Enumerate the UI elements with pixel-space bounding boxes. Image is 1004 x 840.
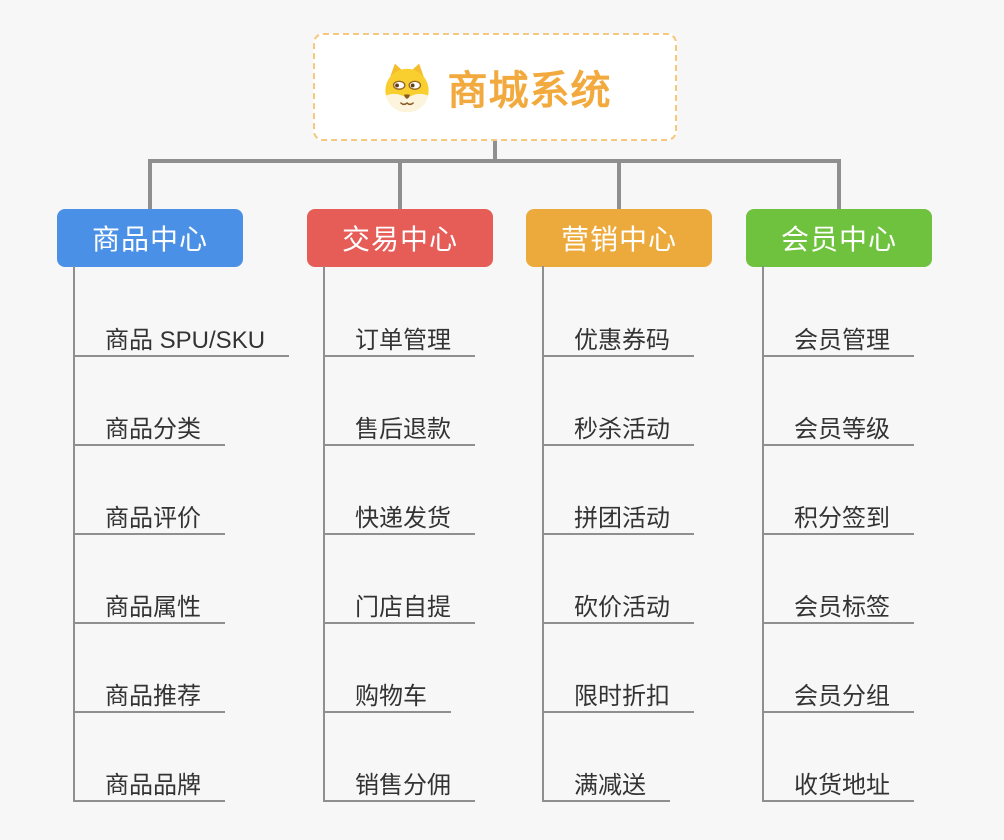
connector-root-vertical (493, 141, 497, 159)
subtopic-item[interactable]: 门店自提 (323, 588, 475, 624)
root-node[interactable]: 商城系统 (313, 33, 677, 141)
connector-branch-drop (398, 159, 402, 209)
branch-header-1[interactable]: 交易中心 (307, 209, 493, 267)
subtopic-item[interactable]: 会员等级 (762, 410, 914, 446)
subtopic-item[interactable]: 商品评价 (73, 499, 225, 535)
subtopic-item[interactable]: 购物车 (323, 677, 451, 713)
subtopic-item[interactable]: 售后退款 (323, 410, 475, 446)
subtopic-item[interactable]: 商品品牌 (73, 766, 225, 802)
subtopic-item[interactable]: 销售分佣 (323, 766, 475, 802)
branch-header-0[interactable]: 商品中心 (57, 209, 243, 267)
subtopic-item[interactable]: 限时折扣 (542, 677, 694, 713)
branch-header-3[interactable]: 会员中心 (746, 209, 932, 267)
subtopic-item[interactable]: 商品分类 (73, 410, 225, 446)
branch-header-2[interactable]: 营销中心 (526, 209, 712, 267)
root-title: 商城系统 (447, 69, 612, 113)
subtopic-item[interactable]: 快递发货 (323, 499, 475, 535)
dog-face-icon (379, 61, 435, 113)
subtopic-item[interactable]: 满减送 (542, 766, 670, 802)
subtopic-item[interactable]: 商品属性 (73, 588, 225, 624)
subtopic-item[interactable]: 订单管理 (323, 321, 475, 357)
connector-bus-horizontal (148, 159, 841, 163)
subtopic-item[interactable]: 秒杀活动 (542, 410, 694, 446)
subtopic-item[interactable]: 会员管理 (762, 321, 914, 357)
subtopic-item[interactable]: 收货地址 (762, 766, 914, 802)
subtopic-item[interactable]: 会员标签 (762, 588, 914, 624)
subtopic-item[interactable]: 积分签到 (762, 499, 914, 535)
subtopic-item[interactable]: 优惠券码 (542, 321, 694, 357)
connector-branch-drop (837, 159, 841, 209)
subtopic-item[interactable]: 商品推荐 (73, 677, 225, 713)
connector-branch-drop (617, 159, 621, 209)
subtopic-item[interactable]: 会员分组 (762, 677, 914, 713)
subtopic-item[interactable]: 拼团活动 (542, 499, 694, 535)
connector-branch-drop (148, 159, 152, 209)
subtopic-item[interactable]: 商品 SPU/SKU (73, 321, 290, 357)
subtopic-item[interactable]: 砍价活动 (542, 588, 694, 624)
